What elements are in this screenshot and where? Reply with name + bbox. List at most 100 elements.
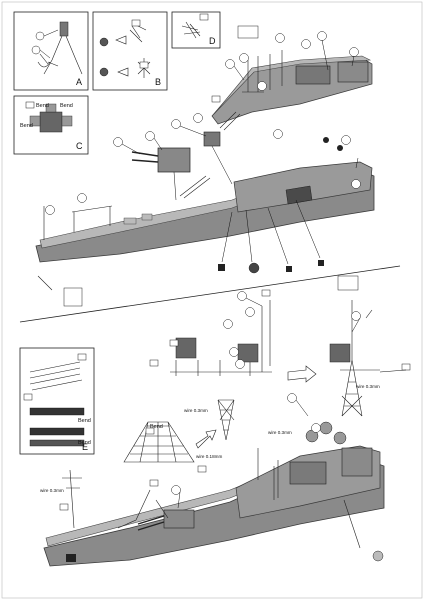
leader-line xyxy=(221,211,233,263)
inset-c-part xyxy=(39,111,63,133)
assembly-arrow xyxy=(195,429,217,449)
bow-fitting xyxy=(123,217,137,225)
radar-array xyxy=(329,343,351,363)
callout-box xyxy=(25,101,35,109)
inset-b-arrow xyxy=(117,67,129,77)
leader-line xyxy=(43,29,59,37)
leader-line xyxy=(179,125,207,137)
stern-part xyxy=(372,550,384,562)
callout xyxy=(341,135,351,145)
wire-label: wire 0.3mm xyxy=(40,488,64,493)
inset-e-railing xyxy=(29,361,83,391)
lattice-mast-left xyxy=(217,399,235,441)
bend-label: Bend xyxy=(20,123,33,129)
lower-callouts xyxy=(59,275,411,511)
callout xyxy=(35,31,45,41)
inset-e-strip xyxy=(29,407,85,416)
inset-b-letter: B xyxy=(155,77,161,87)
callout xyxy=(237,291,247,301)
callout-box xyxy=(149,479,159,487)
upper-bridge-roof xyxy=(213,55,372,115)
inset-a-bracket xyxy=(37,53,51,68)
inset-a-frame-struts xyxy=(43,35,83,75)
callout xyxy=(245,307,255,317)
callout-box xyxy=(197,465,207,473)
inset-a-letter: A xyxy=(76,77,82,87)
small-part xyxy=(248,262,260,274)
callout-box xyxy=(149,359,159,367)
ladder xyxy=(179,175,211,199)
mast-top xyxy=(261,300,271,372)
leader-line xyxy=(355,157,359,169)
leader-line xyxy=(153,137,163,151)
callout xyxy=(273,129,283,139)
callout xyxy=(311,423,321,433)
main-gun-turret xyxy=(157,147,191,173)
inset-c: Bend Bend Bend C xyxy=(13,95,89,155)
inset-d: D xyxy=(171,11,221,49)
lower-bridge-block xyxy=(289,461,327,485)
inset-d-frame xyxy=(171,11,221,49)
inset-c-flap xyxy=(61,115,73,127)
leader-line xyxy=(321,39,329,71)
stern-leader xyxy=(343,499,361,549)
leader-line xyxy=(351,55,355,67)
inset-e-frame xyxy=(19,347,95,455)
callout xyxy=(235,359,245,369)
inset-a-frame xyxy=(13,11,89,91)
small-part xyxy=(218,264,225,271)
callout xyxy=(193,113,203,123)
callout xyxy=(31,45,41,55)
leader-line xyxy=(245,209,253,263)
callout xyxy=(301,39,311,49)
inset-b-part xyxy=(99,37,109,47)
callout-box xyxy=(23,393,33,401)
bend-label: Bend xyxy=(78,418,91,424)
forward-flagpole xyxy=(62,469,82,529)
wire-label: wire 0.18mm xyxy=(196,454,222,459)
inset-b: B xyxy=(92,11,168,91)
forward-rigging xyxy=(117,489,169,529)
callout xyxy=(287,393,297,403)
bend-label: Bend xyxy=(36,103,49,109)
assembly-arrow xyxy=(287,365,317,383)
callout-box xyxy=(169,339,179,347)
callout xyxy=(113,137,123,147)
callout-box xyxy=(139,61,149,69)
leader-line xyxy=(267,207,289,265)
callout-box xyxy=(337,275,359,291)
callout xyxy=(145,131,155,141)
bow-flagpole xyxy=(37,206,53,291)
upper-callouts xyxy=(45,25,361,215)
leader-line xyxy=(295,199,321,259)
callout-box xyxy=(77,353,87,361)
lower-funnel xyxy=(341,447,373,477)
callout-box xyxy=(261,289,271,297)
callout xyxy=(229,347,239,357)
callout-box xyxy=(131,19,141,27)
callout xyxy=(351,311,361,321)
callout xyxy=(349,47,359,57)
callout xyxy=(317,31,327,41)
small-part xyxy=(286,266,292,272)
mast-yard xyxy=(170,360,272,376)
callout xyxy=(275,33,285,43)
callout-box xyxy=(199,13,209,21)
radar-array xyxy=(237,343,259,363)
bend-label: Bend xyxy=(78,440,91,446)
callout xyxy=(257,81,267,91)
wire-label: wire 0.3mm xyxy=(268,430,292,435)
funnel-block xyxy=(337,61,369,83)
leader-line xyxy=(245,297,263,307)
lower-gun-turret xyxy=(163,509,195,529)
leader-line xyxy=(351,317,361,333)
inset-e-letter: E xyxy=(82,442,88,452)
callout-box xyxy=(59,503,69,511)
bend-label: Bend xyxy=(60,103,73,109)
leader-line xyxy=(177,491,181,509)
upper-boat-well xyxy=(285,185,313,205)
lower-gun-barrels xyxy=(137,515,165,531)
callout xyxy=(45,205,55,215)
inset-b-frame xyxy=(92,11,168,91)
